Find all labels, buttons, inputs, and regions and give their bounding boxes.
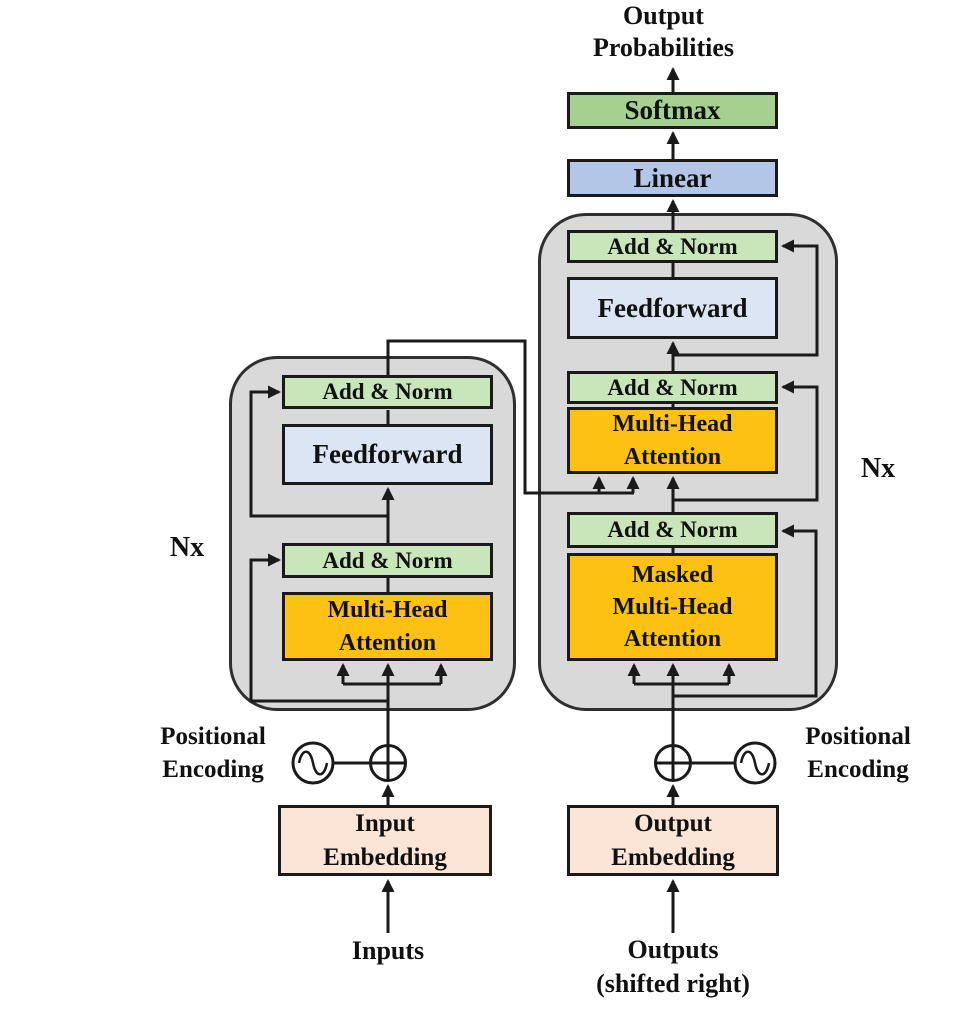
positional-encoding-line2: Encoding bbox=[162, 755, 264, 783]
linear-box: Linear bbox=[567, 159, 778, 197]
arrow-enc-residual-bottom bbox=[249, 553, 388, 703]
add-norm-label: Add & Norm bbox=[607, 517, 738, 542]
input-embedding-line1: Input bbox=[355, 810, 415, 837]
arrow-enc-residual-top bbox=[249, 385, 388, 518]
outputs-line2: (shifted right) bbox=[596, 968, 750, 998]
decoder-add-norm-middle-box: Add & Norm bbox=[567, 371, 778, 404]
multi-head-attention-line1: Multi-Head bbox=[327, 597, 448, 624]
linear-label: Linear bbox=[633, 162, 712, 193]
outputs-label: Outputs (shifted right) bbox=[568, 933, 778, 1001]
multi-head-attention-label: Multi-Head Attention bbox=[328, 594, 448, 658]
positional-encoding-line1: Positional bbox=[160, 723, 266, 750]
output-probabilities-line1: Output bbox=[623, 1, 704, 30]
input-embedding-box: Input Embedding bbox=[278, 805, 492, 876]
positional-encoding-line1: Positional bbox=[805, 723, 911, 750]
feedforward-label: Feedforward bbox=[312, 439, 463, 469]
add-norm-label: Add & Norm bbox=[322, 547, 453, 573]
masked-mha-line2: Multi-Head bbox=[612, 593, 733, 620]
input-embedding-label: Input Embedding bbox=[323, 807, 447, 874]
nx-label-encoder: Nx bbox=[169, 532, 205, 563]
output-embedding-line2: Embedding bbox=[611, 843, 735, 871]
masked-mha-line1: Masked bbox=[631, 561, 714, 588]
inputs-label: Inputs bbox=[351, 936, 425, 965]
softmax-box: Softmax bbox=[567, 92, 778, 129]
decoder-multi-head-attention-box: Multi-Head Attention bbox=[567, 407, 778, 474]
positional-encoding-line2: Encoding bbox=[807, 755, 909, 783]
encoder-add-norm-bottom-box: Add & Norm bbox=[282, 543, 493, 578]
nx-label-decoder: Nx bbox=[860, 453, 896, 484]
encoder-add-norm-top-box: Add & Norm bbox=[282, 375, 493, 409]
arrow-dec-residual-middle bbox=[673, 380, 819, 502]
multi-head-attention-line1: Multi-Head bbox=[612, 411, 733, 438]
input-embedding-line2: Embedding bbox=[323, 843, 447, 871]
output-embedding-box: Output Embedding bbox=[567, 805, 779, 876]
arrow-dec-residual-top bbox=[673, 239, 819, 357]
decoder-feedforward-box: Feedforward bbox=[567, 277, 778, 339]
add-norm-label: Add & Norm bbox=[322, 379, 453, 404]
arrow-dec-residual-bottom bbox=[673, 524, 818, 698]
softmax-label: Softmax bbox=[624, 95, 721, 125]
output-embedding-line1: Output bbox=[634, 810, 712, 837]
sine-wave-glyph bbox=[739, 750, 771, 776]
encoder-multi-head-attention-box: Multi-Head Attention bbox=[282, 592, 493, 661]
output-embedding-label: Output Embedding bbox=[611, 807, 735, 874]
encoder-feedforward-box: Feedforward bbox=[282, 424, 493, 485]
multi-head-attention-label: Multi-Head Attention bbox=[613, 408, 733, 472]
feedforward-label: Feedforward bbox=[597, 292, 748, 323]
line-encoder-output-to-decoder bbox=[386, 339, 634, 495]
multi-head-attention-line2: Attention bbox=[338, 629, 437, 656]
add-norm-label: Add & Norm bbox=[607, 233, 738, 259]
masked-multi-head-attention-box: Masked Multi-Head Attention bbox=[567, 553, 778, 661]
decoder-add-norm-bottom-box: Add & Norm bbox=[567, 512, 778, 548]
multi-head-attention-line2: Attention bbox=[623, 443, 722, 470]
positional-encoding-label-left: Positional Encoding bbox=[138, 721, 288, 786]
add-norm-label: Add & Norm bbox=[607, 374, 738, 400]
decoder-add-norm-top-box: Add & Norm bbox=[567, 230, 778, 263]
positional-encoding-label-right: Positional Encoding bbox=[783, 721, 933, 786]
output-probabilities-line2: Probabilities bbox=[592, 32, 735, 62]
sine-wave-glyph bbox=[297, 750, 329, 776]
outputs-line1: Outputs bbox=[627, 935, 719, 964]
output-probabilities-label: Output Probabilities bbox=[561, 0, 766, 63]
masked-mha-line3: Attention bbox=[623, 626, 722, 653]
masked-multi-head-attention-label: Masked Multi-Head Attention bbox=[613, 559, 733, 655]
plus-glyph bbox=[656, 746, 690, 780]
plus-glyph bbox=[371, 746, 405, 780]
